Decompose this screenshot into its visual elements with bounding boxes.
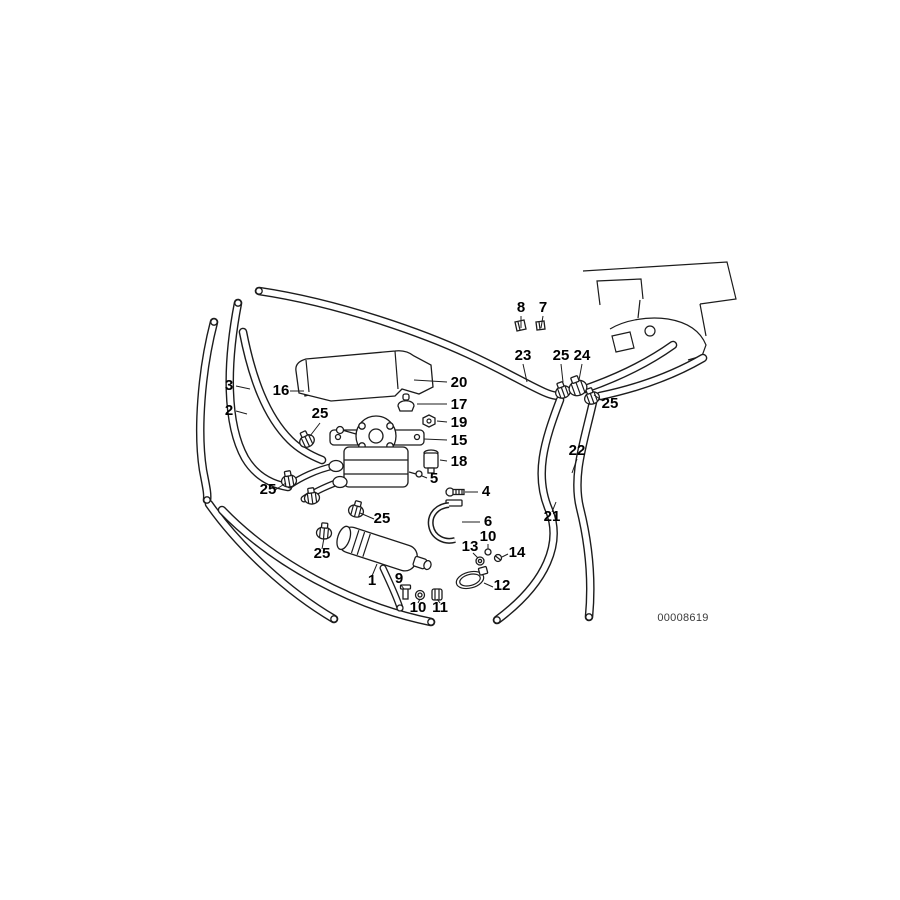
- callout-14: 14: [509, 544, 526, 561]
- nut-10-upper: [484, 548, 492, 556]
- leader-lines: [235, 315, 604, 604]
- callout-2: 2: [225, 402, 233, 419]
- callout-18: 18: [451, 453, 468, 470]
- callout-11: 11: [432, 599, 448, 616]
- callout-16: 16: [273, 382, 290, 399]
- hose-22: [577, 402, 593, 617]
- callout-1: 1: [368, 572, 376, 589]
- callout-4: 4: [482, 483, 491, 500]
- callout-10-b: 10: [480, 528, 497, 545]
- callout-25-d: 25: [260, 481, 277, 498]
- cover-panel: [295, 350, 434, 402]
- callout-22: 22: [569, 442, 586, 459]
- hose-clamp-24: [568, 375, 588, 397]
- pump-1: [336, 525, 432, 572]
- water-valve-body: [328, 446, 409, 489]
- callout-25-f: 25: [314, 545, 331, 562]
- callout-25-b: 25: [602, 395, 619, 412]
- callout-21: 21: [544, 508, 561, 525]
- hose-end-caps: [203, 287, 593, 626]
- washer-13: [475, 556, 485, 566]
- callout-15: 15: [451, 432, 468, 449]
- callout-10-a: 10: [410, 599, 427, 616]
- spacer-11: [431, 588, 443, 601]
- aux-valve-18: [423, 449, 439, 474]
- grommet-17: [397, 393, 415, 412]
- clip-7: [535, 320, 546, 331]
- washer-10-lower: [414, 589, 426, 601]
- nut-19: [422, 414, 436, 428]
- doc-number: 00008619: [657, 612, 708, 624]
- callout-7: 7: [539, 299, 547, 316]
- callout-23: 23: [515, 347, 532, 364]
- callout-9: 9: [395, 570, 403, 587]
- hose-clamp-25-d: [346, 498, 367, 520]
- callout-5: 5: [430, 470, 438, 487]
- callout-12: 12: [494, 577, 511, 594]
- screw-14: [493, 553, 503, 563]
- valve-flange: [335, 415, 397, 457]
- clamp-6: [431, 499, 463, 541]
- callouts: 8 7 23 25 24 25 20 17 19 15 18 5 4 6 3 1…: [225, 299, 619, 616]
- callout-25-a: 25: [553, 347, 570, 364]
- callout-25-c: 25: [312, 405, 329, 422]
- callout-25-e: 25: [374, 510, 391, 527]
- callout-19: 19: [451, 414, 468, 431]
- screw-5: [408, 470, 423, 478]
- hose-clamp-25-e: [315, 521, 333, 541]
- callout-20: 20: [451, 374, 468, 391]
- callout-6: 6: [484, 513, 492, 530]
- engine-bay-structure: [582, 261, 737, 361]
- callout-24: 24: [574, 347, 591, 364]
- callout-17: 17: [451, 396, 468, 413]
- clamp-12: [455, 565, 489, 590]
- callout-3: 3: [225, 377, 233, 394]
- screw-4: [445, 487, 465, 497]
- callout-13: 13: [462, 538, 479, 555]
- callout-8: 8: [517, 299, 525, 316]
- hose-3: [200, 322, 214, 500]
